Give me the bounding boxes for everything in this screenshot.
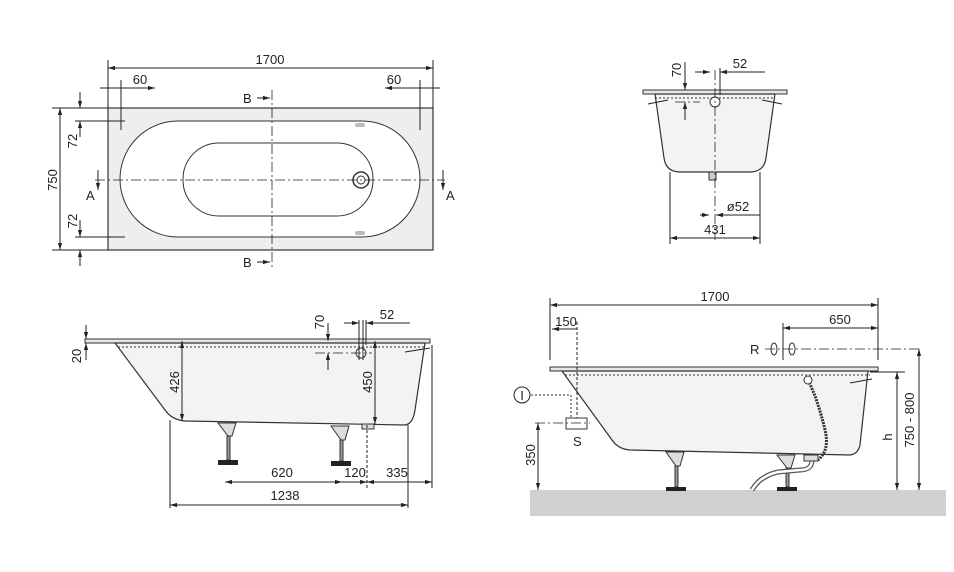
tub-bottom-top bbox=[182, 142, 374, 217]
grip bbox=[355, 123, 365, 127]
dim-overflow-height: 70 bbox=[312, 315, 327, 329]
section-b-bottom: B bbox=[243, 255, 252, 270]
overflow-icon bbox=[803, 375, 813, 385]
leg-right bbox=[330, 425, 351, 466]
dim-bottom-length: 1238 bbox=[271, 488, 300, 503]
inlet-label: I bbox=[520, 388, 524, 403]
top-view: 1700 60 60 750 72 72 A A B B bbox=[45, 52, 455, 270]
dim-inlet-offset: 150 bbox=[555, 314, 577, 329]
dim-overflow-offset: 52 bbox=[380, 307, 394, 322]
dim-overflow-offset: 52 bbox=[733, 56, 747, 71]
leg-left bbox=[216, 422, 238, 465]
section-a-left: A bbox=[86, 188, 95, 203]
tap-label: R bbox=[750, 342, 759, 357]
siphon bbox=[803, 454, 819, 462]
dim-rim-thickness: 20 bbox=[69, 349, 84, 363]
siphon-box bbox=[565, 417, 588, 430]
siphon-label: S bbox=[573, 434, 582, 449]
leg-left bbox=[665, 451, 686, 491]
dim-overflow-height: 70 bbox=[669, 63, 684, 77]
dim-total-height: 750 - 800 bbox=[902, 393, 917, 448]
dim-margin-left: 60 bbox=[133, 72, 147, 87]
inlet-marker bbox=[513, 386, 531, 404]
dim-siphon-height: 350 bbox=[523, 444, 538, 466]
tub-section bbox=[113, 342, 426, 426]
dim-width: 750 bbox=[45, 169, 60, 191]
tub-section bbox=[560, 370, 869, 456]
dim-margin-right: 60 bbox=[387, 72, 401, 87]
cross-section-view: 70 52 ø52 431 bbox=[642, 56, 788, 244]
dim-tap-offset: 650 bbox=[829, 312, 851, 327]
drain-pipe bbox=[749, 459, 815, 492]
installation-view: 1700 150 650 R I S 350 h 750 - 800 bbox=[513, 289, 946, 516]
dim-inset-top: 72 bbox=[65, 134, 80, 148]
section-b-top: B bbox=[243, 91, 252, 106]
dim-depth-right: 450 bbox=[360, 371, 375, 393]
dim-leg-spacing: 620 bbox=[271, 465, 293, 480]
height-label: h bbox=[880, 433, 895, 440]
dim-drain-to-end: 335 bbox=[386, 465, 408, 480]
drain-pipe bbox=[708, 171, 717, 181]
dim-length: 1700 bbox=[256, 52, 285, 67]
side-section-view: 20 70 52 426 450 620 120 335 1238 bbox=[69, 307, 433, 508]
dim-length: 1700 bbox=[701, 289, 730, 304]
section-a-right: A bbox=[446, 188, 455, 203]
dim-drain-diameter: ø52 bbox=[727, 199, 749, 214]
dim-bottom-width: 431 bbox=[704, 222, 726, 237]
dim-depth-left: 426 bbox=[167, 371, 182, 393]
floor bbox=[530, 490, 946, 516]
leg-right bbox=[775, 454, 797, 491]
dim-leg-to-drain: 120 bbox=[344, 465, 366, 480]
drain-outlet bbox=[361, 423, 375, 430]
grip bbox=[355, 231, 365, 235]
overflow-hose bbox=[806, 379, 828, 462]
dim-inset-bottom: 72 bbox=[65, 214, 80, 228]
